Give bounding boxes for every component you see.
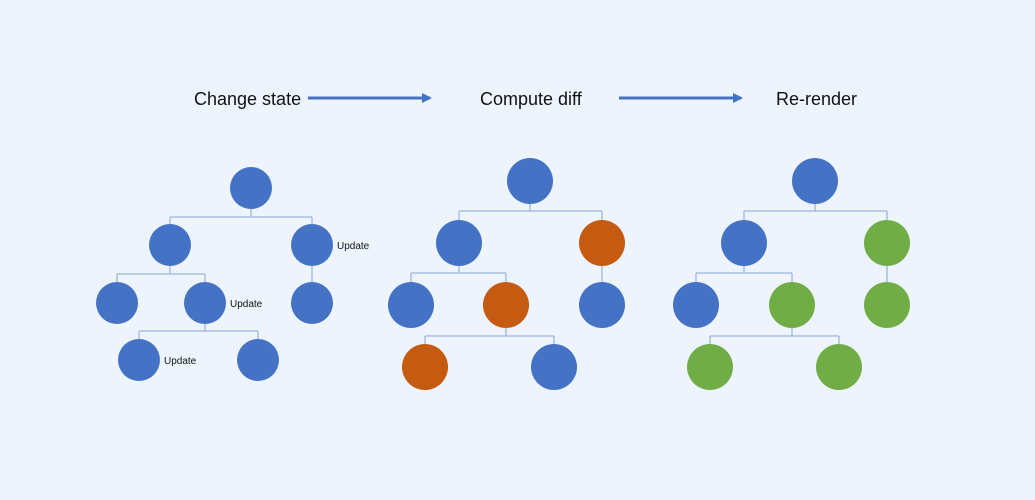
- tree-node-left-right-left: [687, 344, 733, 390]
- tree-node-left-left: [388, 282, 434, 328]
- tree-node-left-left: [96, 282, 138, 324]
- step-label-compute-diff: Compute diff: [480, 89, 582, 109]
- tree-node-root: [792, 158, 838, 204]
- tree-node-left-right-left: [402, 344, 448, 390]
- tree-re-render: [673, 158, 910, 390]
- update-label-left-right-left: Update: [164, 356, 197, 367]
- tree-node-left-right: [483, 282, 529, 328]
- tree-node-left: [436, 220, 482, 266]
- tree-node-left-right-right: [816, 344, 862, 390]
- tree-node-left-right-right: [531, 344, 577, 390]
- tree-node-right: [864, 220, 910, 266]
- tree-node-left-right-left: [118, 339, 160, 381]
- tree-node-right-child: [579, 282, 625, 328]
- tree-node-root: [507, 158, 553, 204]
- tree-node-right: [579, 220, 625, 266]
- tree-node-right-child: [291, 282, 333, 324]
- step-label-change-state: Change state: [194, 89, 302, 109]
- tree-node-left-left: [673, 282, 719, 328]
- update-label-right: Update: [337, 241, 370, 252]
- tree-node-root: [230, 167, 272, 209]
- tree-node-right: [291, 224, 333, 266]
- step-label-re-render: Re-render: [776, 89, 858, 109]
- update-label-left-right: Update: [230, 299, 263, 310]
- tree-compute-diff: [388, 158, 625, 390]
- tree-node-left-right: [769, 282, 815, 328]
- tree-node-left-right-right: [237, 339, 279, 381]
- tree-node-left: [721, 220, 767, 266]
- tree-node-left: [149, 224, 191, 266]
- tree-node-right-child: [864, 282, 910, 328]
- tree-node-left-right: [184, 282, 226, 324]
